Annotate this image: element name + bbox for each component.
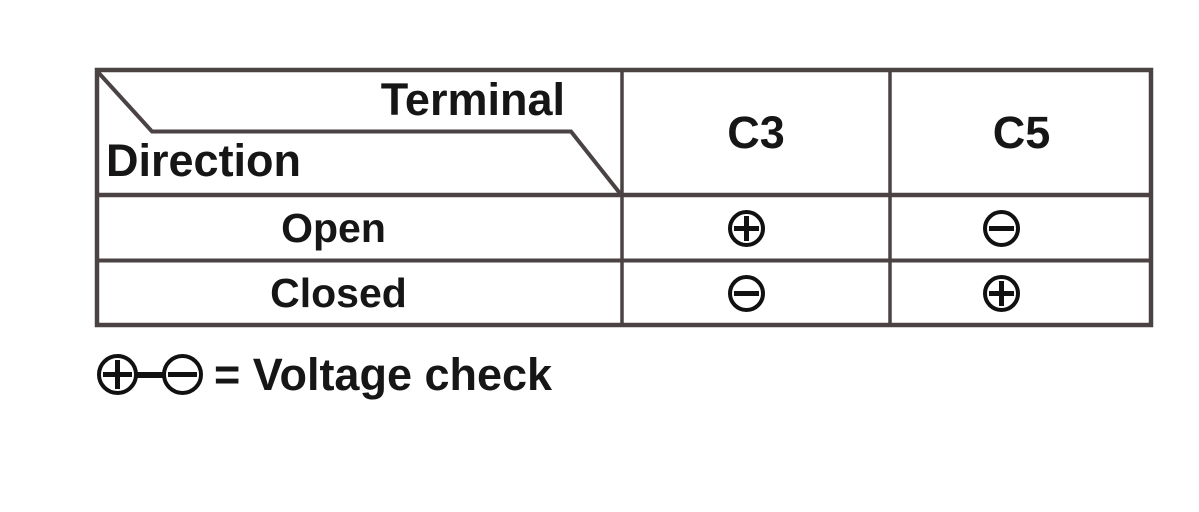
header-diagonal-split-line xyxy=(95,69,623,196)
table-outer-border xyxy=(94,67,1154,328)
circled-plus-icon xyxy=(983,274,1020,312)
row-label-open: Open xyxy=(281,204,386,251)
circled-minus-icon xyxy=(162,354,203,395)
row-label-closed: Closed xyxy=(270,269,407,316)
circled-minus-icon xyxy=(727,274,765,312)
circled-plus-icon xyxy=(97,354,138,395)
cell-open-c5 xyxy=(890,196,1153,260)
circled-minus-icon xyxy=(983,209,1020,247)
cell-closed-c5 xyxy=(890,261,1153,325)
cell-open-c3 xyxy=(622,196,890,260)
legend-connector-line xyxy=(136,371,164,378)
corner-terminal-label: Terminal xyxy=(380,73,565,125)
legend-text: = Voltage check xyxy=(214,349,553,400)
legend: = Voltage check xyxy=(97,352,552,397)
circled-plus-icon xyxy=(727,209,765,247)
cell-closed-c3 xyxy=(622,261,890,325)
column-header-c5: C5 xyxy=(992,107,1051,158)
column-header-c3: C3 xyxy=(727,107,785,158)
corner-direction-label: Direction xyxy=(106,134,302,186)
